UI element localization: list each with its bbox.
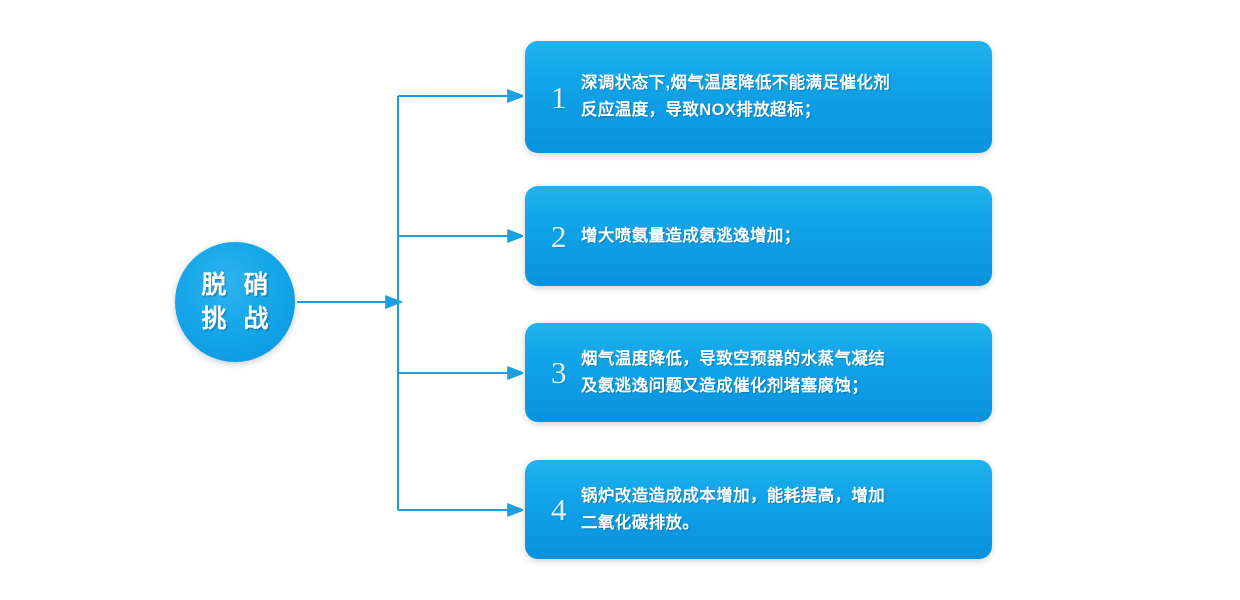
item-number-3: 3 bbox=[551, 355, 567, 390]
item-text-line: 锅炉改造造成成本增加，能耗提高，增加 bbox=[581, 486, 886, 505]
item-text-line: 反应温度，导致NOX排放超标； bbox=[581, 101, 821, 119]
item-text-line: 烟气温度降低，导致空预器的水蒸气凝结 bbox=[581, 349, 886, 368]
item-text-line: 二氧化碳排放。 bbox=[581, 513, 700, 532]
challenge-box-4[interactable]: 4 锅炉改造造成成本增加，能耗提高，增加 二氧化碳排放。 bbox=[525, 460, 992, 559]
item-text-line: 深调状态下,烟气温度降低不能满足催化剂 bbox=[581, 74, 891, 93]
item-number-2: 2 bbox=[551, 218, 567, 254]
item-number-1: 1 bbox=[551, 79, 567, 115]
challenge-box-1[interactable]: 1 深调状态下,烟气温度降低不能满足催化剂 反应温度，导致NOX排放超标； bbox=[525, 41, 992, 153]
item-text-line: 增大喷氨量造成氨逃逸增加； bbox=[581, 226, 801, 245]
item-text-3: 烟气温度降低，导致空预器的水蒸气凝结 及氨逃逸问题又造成催化剂堵塞腐蚀； bbox=[581, 346, 976, 399]
hub-label-line-1: 脱 硝 bbox=[201, 271, 274, 299]
challenge-box-2[interactable]: 2 增大喷氨量造成氨逃逸增加； bbox=[525, 186, 992, 286]
item-number-4: 4 bbox=[551, 492, 567, 527]
item-text-line: 及氨逃逸问题又造成催化剂堵塞腐蚀； bbox=[581, 376, 869, 395]
hub-label-line-2: 挑 战 bbox=[201, 305, 274, 333]
challenge-box-3[interactable]: 3 烟气温度降低，导致空预器的水蒸气凝结 及氨逃逸问题又造成催化剂堵塞腐蚀； bbox=[525, 323, 992, 422]
item-text-1: 深调状态下,烟气温度降低不能满足催化剂 反应温度，导致NOX排放超标； bbox=[581, 70, 976, 123]
item-text-2: 增大喷氨量造成氨逃逸增加； bbox=[581, 223, 976, 250]
item-text-4: 锅炉改造造成成本增加，能耗提高，增加 二氧化碳排放。 bbox=[581, 483, 976, 536]
hub-node[interactable]: 脱 硝 挑 战 bbox=[175, 242, 295, 362]
